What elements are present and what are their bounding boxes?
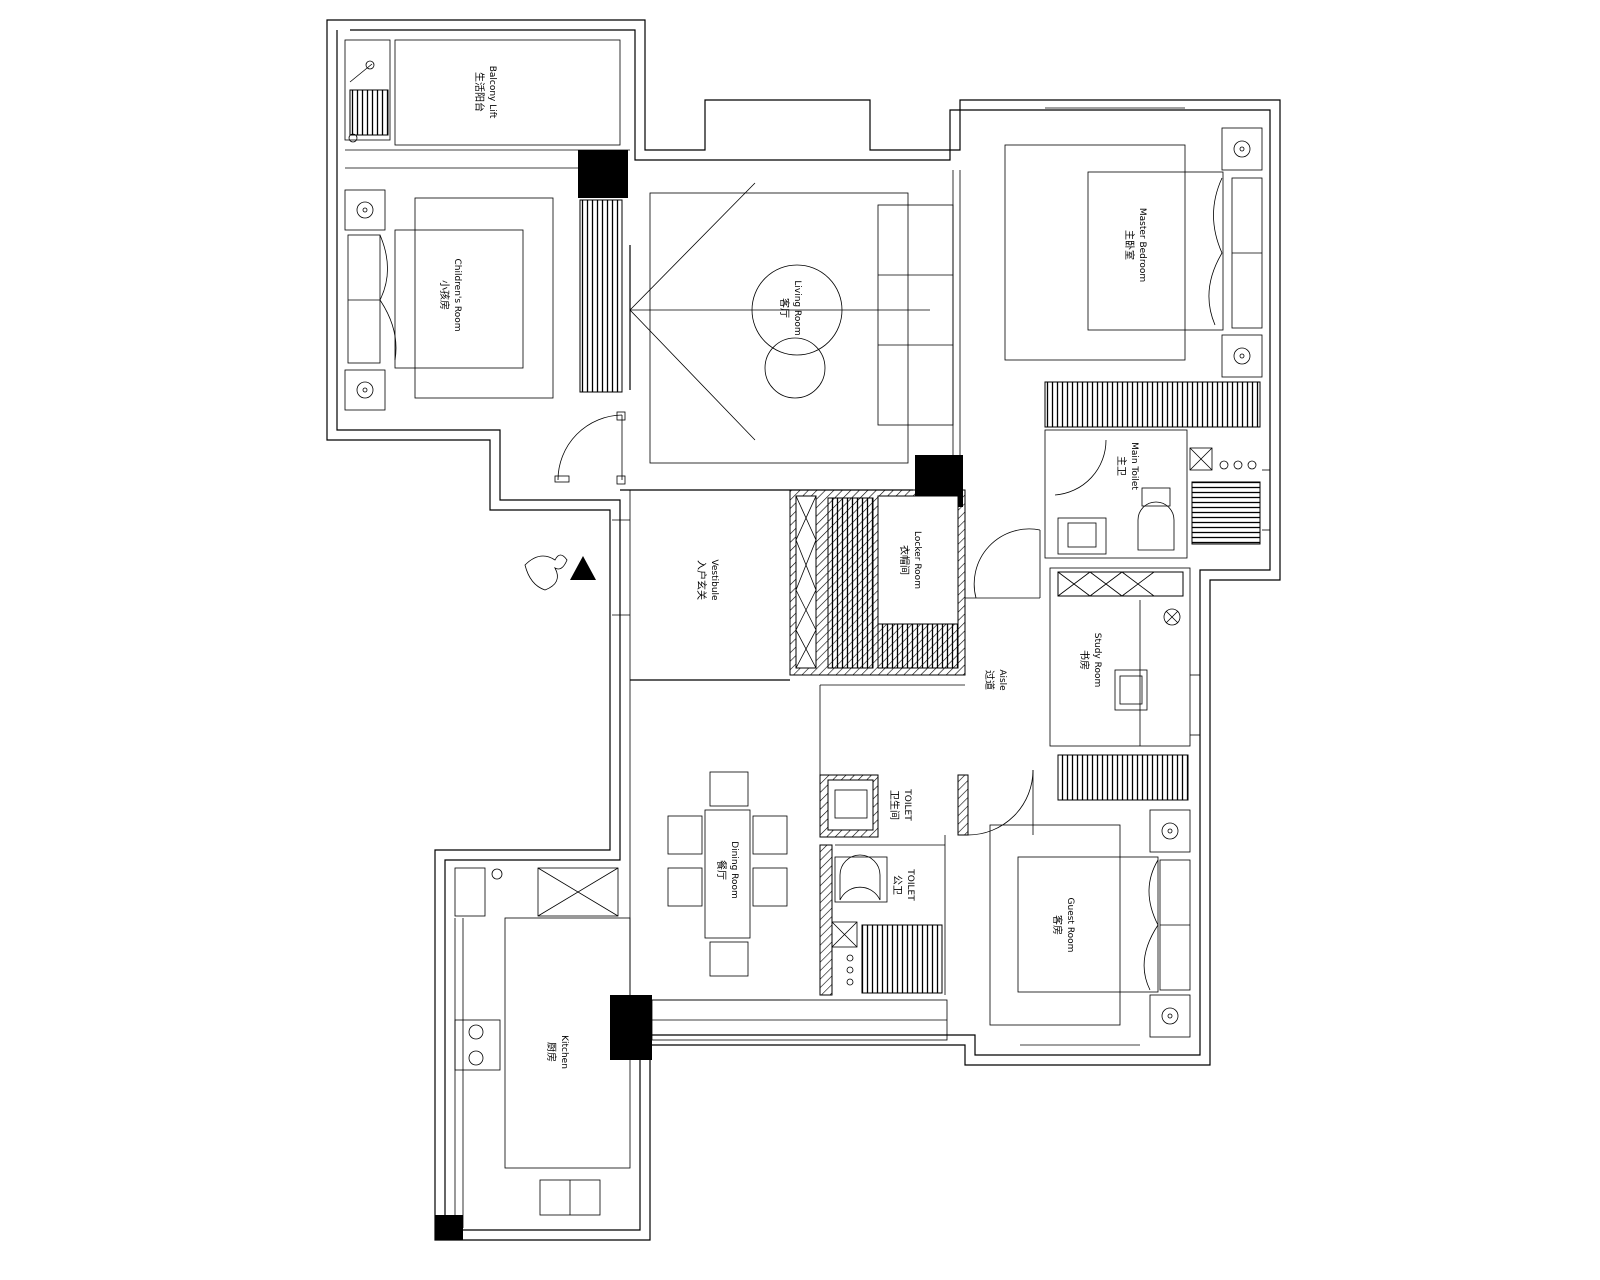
main-toilet-label-cn: 主卫 — [1115, 456, 1127, 476]
master-label-en: Master Bedroom — [1137, 208, 1147, 282]
living-label-en: Living Room — [792, 280, 802, 335]
master-bedroom — [1004, 99, 1263, 378]
study-label-en: Study Room — [1092, 633, 1102, 687]
door-swing-icon — [557, 414, 623, 481]
entrance-arrow-icon — [524, 554, 596, 591]
aisle — [819, 528, 1041, 775]
master-label-cn: 主卧室 — [1123, 230, 1136, 260]
nightstand — [344, 189, 386, 411]
stove-icon — [468, 1024, 484, 1040]
aisle-label-en: Aisle — [997, 669, 1007, 691]
columns — [435, 150, 963, 1240]
kitchen — [454, 867, 631, 1228]
main-toilet — [1044, 381, 1270, 559]
locker-label-en: Locker Room — [912, 531, 922, 589]
aisle-label-cn: 过道 — [983, 670, 996, 690]
south-balcony — [651, 999, 948, 1041]
children-label-cn: 小孩房 — [438, 280, 451, 310]
sink-icon — [1057, 517, 1107, 555]
dining-room — [630, 771, 790, 1001]
table-icon — [704, 809, 751, 939]
toilet1-label-cn: 卫生间 — [888, 790, 901, 820]
locker-label-cn: 衣帽间 — [898, 545, 911, 575]
balcony-label-en: Balcony Lift — [487, 66, 497, 119]
living-label-cn: 客厅 — [778, 298, 791, 318]
locker-room — [789, 489, 966, 676]
vestibule-label-en: Vestibule — [709, 559, 719, 601]
study-room — [1049, 567, 1200, 801]
toilet-rooms — [819, 769, 1034, 996]
children-label-en: Children's Room — [452, 258, 462, 331]
guest-room — [989, 809, 1191, 1056]
guest-label-cn: 客房 — [1051, 915, 1064, 935]
column — [578, 150, 628, 198]
room-labels: Balcony Lift 生活阳台 Children's Room 小孩房 Li… — [438, 66, 1147, 1069]
guest-label-en: Guest Room — [1065, 898, 1075, 953]
kitchen-label-en: Kitchen — [559, 1035, 569, 1069]
balcony-label-cn: 生活阳台 — [473, 72, 486, 112]
toilet2-label-cn: 公卫 — [891, 875, 902, 895]
dining-label-cn: 餐厅 — [715, 860, 728, 880]
childrens-room — [344, 189, 631, 485]
table-icon — [751, 264, 843, 356]
living-room — [629, 170, 961, 464]
kitchen-label-cn: 厨房 — [545, 1042, 558, 1062]
toilet1-label-en: TOILET — [902, 788, 912, 821]
column — [610, 995, 652, 1060]
main-toilet-label-en: Main Toilet — [1129, 442, 1139, 490]
vestibule-label-cn: 入户玄关 — [695, 560, 708, 600]
column — [435, 1215, 463, 1240]
study-label-cn: 书房 — [1078, 650, 1091, 670]
stove-icon — [1219, 460, 1229, 470]
outer-walls — [326, 19, 1281, 1241]
toilet-icon — [839, 854, 881, 901]
dining-label-en: Dining Room — [729, 841, 739, 899]
toilet2-label-en: TOILET — [905, 868, 915, 901]
balcony-room — [344, 39, 630, 169]
toilet-icon — [1137, 501, 1175, 551]
